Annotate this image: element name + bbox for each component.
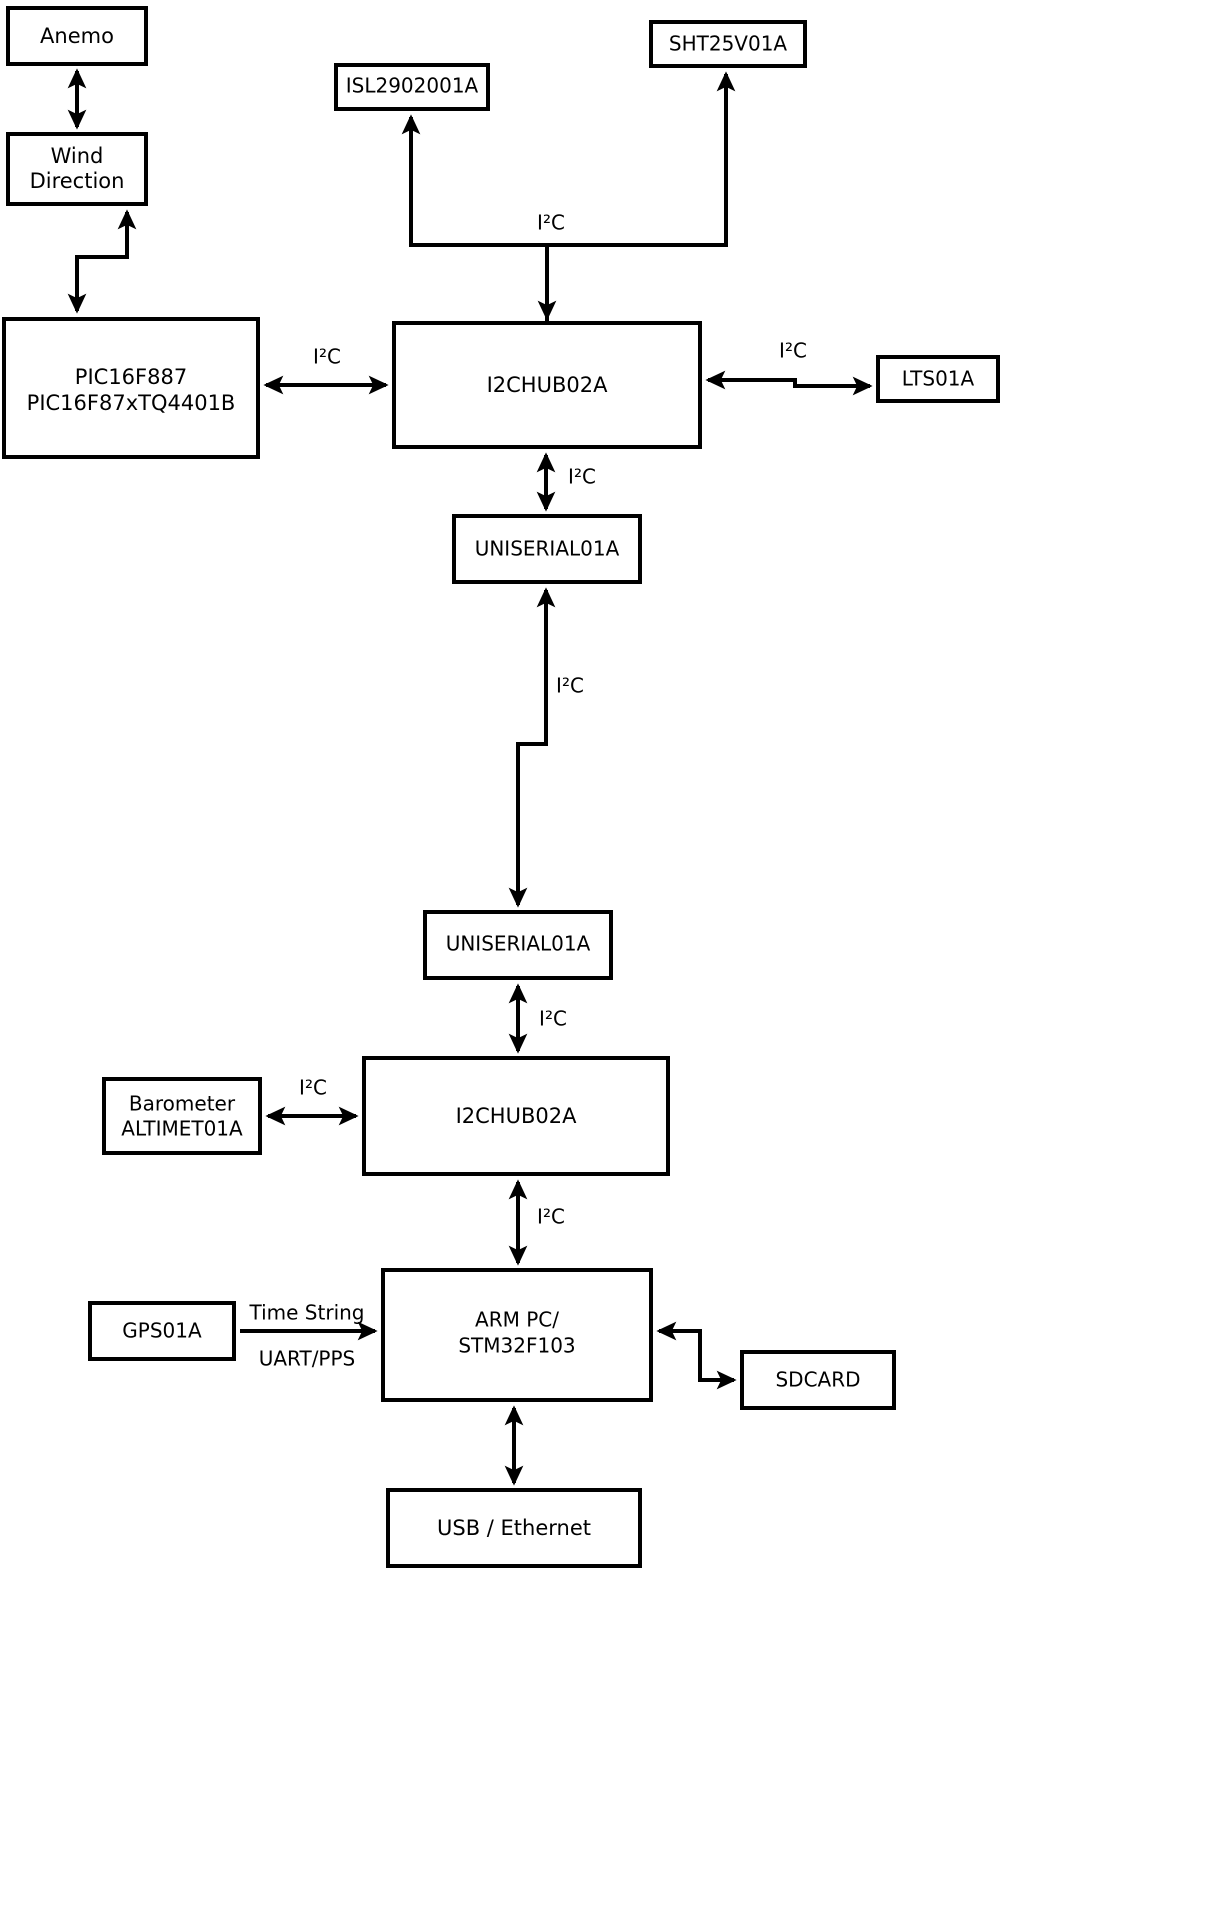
- node-sdcard[interactable]: SDCARD: [740, 1350, 896, 1410]
- edge-uniserial-upper-lower: I²C: [508, 587, 584, 908]
- node-label-line2: PIC16F87xTQ4401B: [27, 391, 236, 415]
- edge-line: [656, 1321, 737, 1390]
- edge-i2chub-uniserial-upper: I²C: [536, 452, 596, 512]
- node-box: [381, 1268, 653, 1402]
- node-label-line2: Direction: [30, 169, 125, 193]
- node-label: SHT25V01A: [669, 32, 788, 56]
- edge-uniserial-lower-i2chub: I²C: [508, 983, 567, 1054]
- edge-label-i2c: I²C: [313, 345, 341, 369]
- edge-i2chub-isl: [401, 114, 549, 323]
- node-gps01a[interactable]: GPS01A: [88, 1301, 236, 1361]
- node-box: [6, 132, 148, 206]
- node-box: [334, 63, 490, 111]
- edge-label-i2c: I²C: [537, 1205, 565, 1229]
- node-label: UNISERIAL01A: [446, 932, 591, 956]
- node-wind-direction[interactable]: Wind Direction: [6, 132, 148, 206]
- node-label-line1: PIC16F887: [75, 365, 187, 389]
- edge-arm-pc-sdcard: [656, 1321, 737, 1390]
- node-label-line1: ARM PC/: [475, 1308, 559, 1332]
- edge-line: [508, 587, 556, 908]
- node-arm-pc-stm32f103[interactable]: ARM PC/ STM32F103: [381, 1268, 653, 1402]
- edge-line: [545, 71, 736, 323]
- node-box: [452, 514, 642, 584]
- node-i2chub02a-top[interactable]: I2CHUB02A: [392, 321, 702, 449]
- edge-label-time-string: Time String: [249, 1301, 365, 1325]
- edge-label-i2c: I²C: [779, 339, 807, 363]
- node-label-line1: Wind: [51, 144, 104, 168]
- node-label: SDCARD: [775, 1368, 860, 1392]
- node-box: [6, 6, 148, 66]
- edge-pic-wind-direction: [67, 209, 137, 314]
- node-box: [102, 1077, 262, 1155]
- node-box: [386, 1488, 642, 1568]
- node-box: [876, 355, 1000, 403]
- node-anemo[interactable]: Anemo: [6, 6, 148, 66]
- node-label-line2: STM32F103: [458, 1334, 575, 1358]
- edge-label-i2c: I²C: [299, 1076, 327, 1100]
- edge-line: [401, 114, 549, 323]
- node-box: [2, 317, 260, 459]
- node-label: GPS01A: [122, 1319, 202, 1343]
- edge-barometer-i2chub: I²C: [265, 1076, 359, 1126]
- edge-label-uart-pps: UART/PPS: [259, 1347, 356, 1371]
- node-uniserial01a-upper[interactable]: UNISERIAL01A: [452, 514, 642, 584]
- node-box: [88, 1301, 236, 1361]
- edge-i2chub-arm-pc: I²C: [508, 1179, 565, 1266]
- node-uniserial01a-lower[interactable]: UNISERIAL01A: [423, 910, 613, 980]
- node-lts01a[interactable]: LTS01A: [876, 355, 1000, 403]
- edge-label-i2c: I²C: [556, 674, 584, 698]
- edge-i2chub-lts: I²C: [705, 339, 873, 396]
- node-label: USB / Ethernet: [437, 1516, 591, 1540]
- node-label: I2CHUB02A: [456, 1104, 578, 1128]
- node-label: UNISERIAL01A: [475, 537, 620, 561]
- node-label: Anemo: [40, 24, 114, 48]
- node-box: [649, 20, 807, 68]
- node-label-line2: ALTIMET01A: [121, 1117, 243, 1141]
- edge-label-i2c: I²C: [568, 465, 596, 489]
- node-isl2902001a[interactable]: ISL2902001A: [334, 63, 490, 111]
- edge-i2chub-sht: I²C: [537, 71, 736, 323]
- edge-pic-i2chub-top: I²C: [263, 345, 389, 395]
- edge-label-i2c: I²C: [539, 1007, 567, 1031]
- edge-line: [705, 370, 873, 396]
- edge-line: [67, 209, 137, 314]
- node-box: [740, 1350, 896, 1410]
- node-label-line1: Barometer: [129, 1092, 236, 1116]
- node-usb-ethernet[interactable]: USB / Ethernet: [386, 1488, 642, 1568]
- node-sht25v01a[interactable]: SHT25V01A: [649, 20, 807, 68]
- node-i2chub02a-bottom[interactable]: I2CHUB02A: [362, 1056, 670, 1176]
- edge-label-i2c: I²C: [537, 211, 565, 235]
- node-box: [392, 321, 702, 449]
- node-barometer-altimet01a[interactable]: Barometer ALTIMET01A: [102, 1077, 262, 1155]
- node-pic16f887[interactable]: PIC16F887 PIC16F87xTQ4401B: [2, 317, 260, 459]
- node-label: ISL2902001A: [346, 74, 479, 98]
- node-box: [423, 910, 613, 980]
- node-label: I2CHUB02A: [487, 373, 609, 397]
- node-box: [362, 1056, 670, 1176]
- edge-gps-arm-pc: Time String UART/PPS: [240, 1301, 378, 1371]
- node-label: LTS01A: [902, 367, 975, 391]
